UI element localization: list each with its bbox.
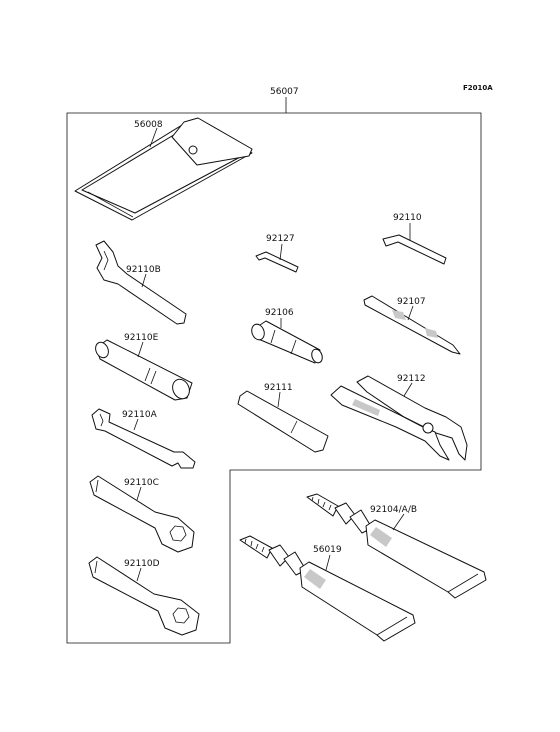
extension-socket-92106: [251, 320, 323, 364]
hook-spanner-92110B: [95, 240, 187, 325]
leader-92110E: [137, 341, 144, 358]
label-92110A: 92110A: [122, 410, 158, 420]
label-92110D: 92110D: [124, 559, 160, 569]
leader-92110B: [141, 273, 147, 288]
label-92107: 92107: [397, 297, 426, 307]
hex-key-92110: [382, 234, 447, 265]
assembly-frame: [66, 112, 482, 644]
leader-92110D: [136, 567, 142, 582]
label-92111: 92111: [264, 383, 293, 393]
open-end-wrench-92110A: [91, 408, 196, 469]
ring-spanner-92110C: [89, 475, 195, 553]
label-92104: 92104/A/B: [370, 505, 417, 515]
tool-pouch-56008: [74, 117, 253, 221]
leader-92112: [403, 382, 413, 397]
ring-spanner-92110D: [88, 556, 200, 636]
label-92110B: 92110B: [126, 265, 161, 275]
hex-key-92127: [255, 251, 299, 273]
figure-code: F2010A: [463, 84, 493, 92]
leader-92110C: [136, 486, 142, 501]
label-92127: 92127: [266, 234, 295, 244]
label-56008: 56008: [134, 120, 163, 130]
leader-92107: [407, 305, 414, 321]
label-56019: 56019: [313, 545, 342, 555]
label-92110: 92110: [393, 213, 422, 223]
label-92106: 92106: [265, 308, 294, 318]
box-wrench-92110E: [95, 339, 193, 401]
tube-56019: [239, 535, 416, 642]
screwdriver-92107: [363, 295, 461, 355]
leader-56008: [149, 127, 158, 148]
leader-92104: [392, 513, 405, 531]
handle-bar-92111: [237, 390, 329, 453]
pliers-92112: [330, 375, 468, 461]
tube-92104: [306, 493, 487, 599]
label-92110C: 92110C: [124, 478, 159, 488]
label-92112: 92112: [397, 374, 426, 384]
leader-92111: [277, 391, 281, 408]
leader-92127: [279, 243, 283, 261]
label-56007: 56007: [270, 87, 299, 97]
label-92110E: 92110E: [124, 333, 159, 343]
leader-56019: [325, 554, 331, 571]
leader-92110A: [133, 418, 139, 431]
